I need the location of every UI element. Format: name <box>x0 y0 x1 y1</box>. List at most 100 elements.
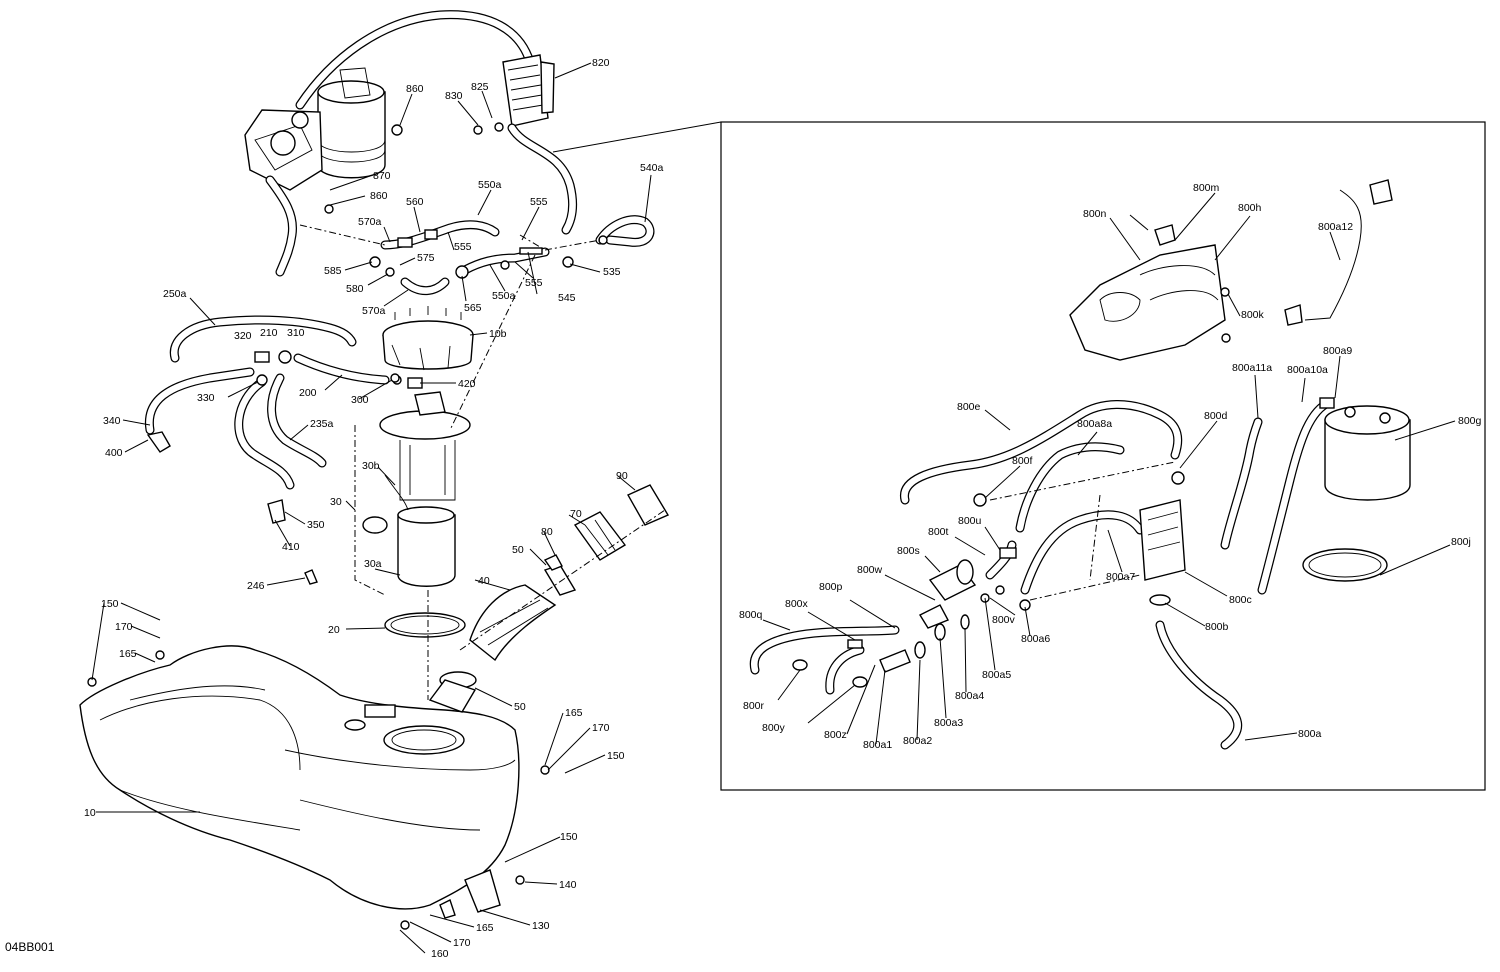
callout-labels: 820 825 830 860 870 860 550a 560 570a 55… <box>84 57 1482 960</box>
callout-150b: 150 <box>607 750 625 762</box>
callout-165c: 165 <box>476 922 494 934</box>
diagram-code: 04BB001 <box>5 940 55 954</box>
callout-800z: 800z <box>824 729 847 741</box>
callout-585: 585 <box>324 265 342 277</box>
fill-vent-hoses <box>144 315 402 585</box>
callout-800p: 800p <box>819 581 843 593</box>
callout-800a8a: 800a8a <box>1077 418 1112 430</box>
callout-410: 410 <box>282 541 300 553</box>
callout-350: 350 <box>307 519 325 531</box>
callout-560: 560 <box>406 196 424 208</box>
callout-800q: 800q <box>739 609 763 621</box>
callout-800a1: 800a1 <box>863 739 892 751</box>
callout-30: 30 <box>330 496 342 508</box>
callout-800a10a: 800a10a <box>1287 364 1328 376</box>
vent-hoses-5xx <box>299 215 655 296</box>
callout-800b: 800b <box>1205 621 1229 633</box>
detail-hoses <box>749 397 1335 750</box>
callout-800u: 800u <box>958 515 982 527</box>
detail-frame <box>720 121 1486 791</box>
callout-825: 825 <box>471 81 489 93</box>
callout-160: 160 <box>431 948 449 960</box>
callout-800a5: 800a5 <box>982 669 1011 681</box>
callout-340: 340 <box>103 415 121 427</box>
callout-820: 820 <box>592 57 610 69</box>
callout-800h: 800h <box>1238 202 1262 214</box>
callout-800a12: 800a12 <box>1318 221 1353 233</box>
callout-30a: 30a <box>364 558 382 570</box>
callout-250a: 250a <box>163 288 187 300</box>
callout-170b: 170 <box>592 722 610 734</box>
callout-235a: 235a <box>310 418 334 430</box>
detail-components <box>792 397 1411 688</box>
callout-170c: 170 <box>453 937 471 949</box>
callout-150c: 150 <box>560 831 578 843</box>
callout-246: 246 <box>247 580 265 592</box>
callout-800g: 800g <box>1458 415 1482 427</box>
callout-555b: 555 <box>454 241 472 253</box>
callout-420: 420 <box>458 378 476 390</box>
callout-170: 170 <box>115 621 133 633</box>
callout-50b: 50 <box>514 701 526 713</box>
callout-10b: 10b <box>489 328 507 340</box>
callout-800f: 800f <box>1012 455 1033 467</box>
callout-165b: 165 <box>565 707 583 719</box>
callout-50: 50 <box>512 544 524 556</box>
callout-130: 130 <box>532 920 550 932</box>
callout-800a6: 800a6 <box>1021 633 1050 645</box>
callout-860: 860 <box>406 83 424 95</box>
callout-20: 20 <box>328 624 340 636</box>
callout-320: 320 <box>234 330 252 342</box>
callout-800y: 800y <box>762 722 786 734</box>
purge-canister-assembly <box>244 10 578 277</box>
callout-540a: 540a <box>640 162 664 174</box>
callout-40: 40 <box>478 575 490 587</box>
callout-800t: 800t <box>928 526 949 538</box>
detail-canister-bracket <box>1069 179 1393 361</box>
callout-800a3: 800a3 <box>934 717 963 729</box>
callout-10: 10 <box>84 807 96 819</box>
callout-90: 90 <box>616 470 628 482</box>
callout-800v: 800v <box>992 614 1016 626</box>
callout-800j: 800j <box>1451 536 1471 548</box>
callout-550a: 550a <box>478 179 502 191</box>
callout-800a2: 800a2 <box>903 735 932 747</box>
callout-800a11a: 800a11a <box>1232 362 1272 374</box>
detail-leader <box>552 121 722 153</box>
callout-800m: 800m <box>1193 182 1220 194</box>
callout-80: 80 <box>541 526 553 538</box>
callout-210: 210 <box>260 327 278 339</box>
callout-800n: 800n <box>1083 208 1107 220</box>
callout-400: 400 <box>105 447 123 459</box>
callout-800a9: 800a9 <box>1323 345 1352 357</box>
callout-860b: 860 <box>370 190 388 202</box>
callout-70: 70 <box>570 508 582 520</box>
callout-leaders <box>91 62 1456 954</box>
callout-800k: 800k <box>1241 309 1265 321</box>
callout-150: 150 <box>101 598 119 610</box>
callout-300: 300 <box>351 394 369 406</box>
callout-800w: 800w <box>857 564 883 576</box>
callout-555c: 555 <box>525 277 543 289</box>
callout-575: 575 <box>417 252 435 264</box>
callout-830: 830 <box>445 90 463 102</box>
callout-570b: 570a <box>362 305 386 317</box>
callout-550b: 550a <box>492 290 516 302</box>
callout-580: 580 <box>346 283 364 295</box>
fuel-tank <box>79 645 550 930</box>
callout-555: 555 <box>530 196 548 208</box>
callout-545: 545 <box>558 292 576 304</box>
callout-330: 330 <box>197 392 215 404</box>
callout-200: 200 <box>299 387 317 399</box>
callout-535: 535 <box>603 266 621 278</box>
callout-165: 165 <box>119 648 137 660</box>
callout-800e: 800e <box>957 401 981 413</box>
callout-800a7: 800a7 <box>1106 571 1135 583</box>
callout-800x: 800x <box>785 598 809 610</box>
callout-800c: 800c <box>1229 594 1252 606</box>
callout-565: 565 <box>464 302 482 314</box>
filler-neck-assembly <box>439 484 670 689</box>
callout-800r: 800r <box>743 700 765 712</box>
callout-800s: 800s <box>897 545 920 557</box>
